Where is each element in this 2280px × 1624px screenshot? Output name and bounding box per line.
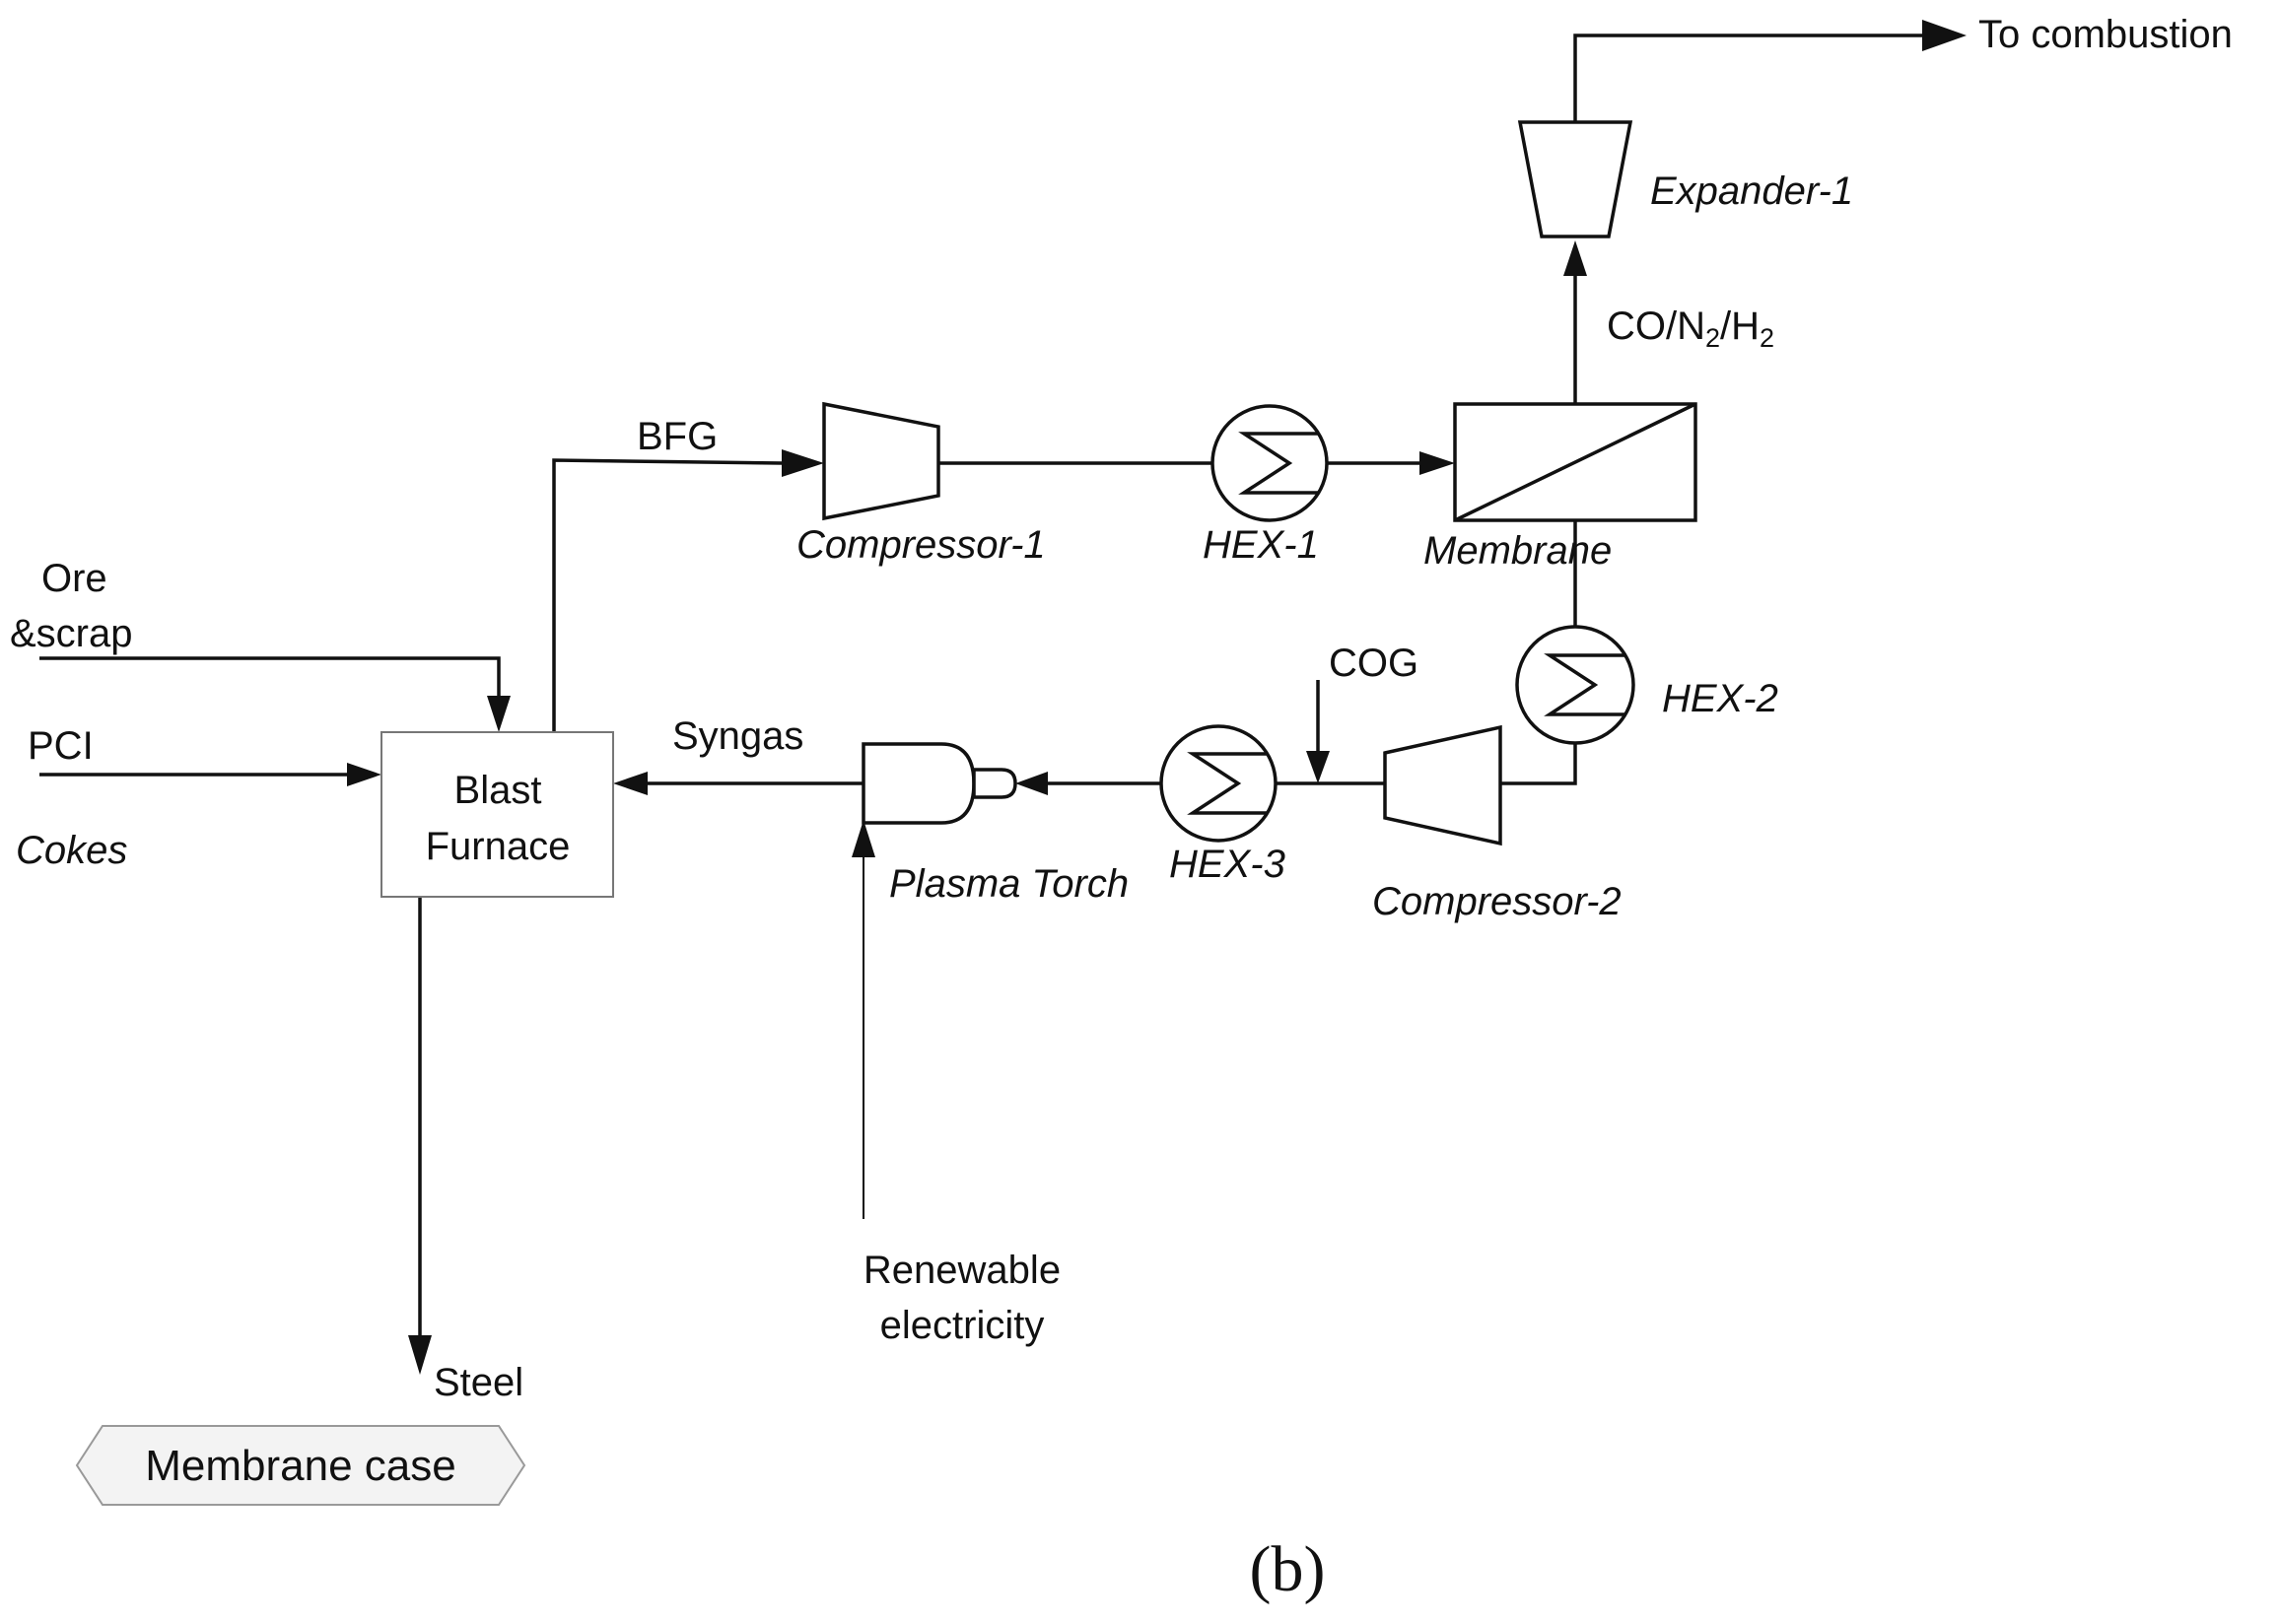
arrowhead-torch-in	[1015, 772, 1048, 795]
hex-2-icon	[1515, 625, 1635, 745]
hex-3-icon	[1159, 724, 1278, 843]
blast-furnace-label-line1: Blast	[454, 769, 542, 812]
plasma-torch-label: Plasma Torch	[889, 862, 1129, 906]
ore-label-line2: &scrap	[10, 612, 133, 655]
membrane-icon	[1453, 402, 1697, 522]
membrane-label: Membrane	[1423, 529, 1612, 573]
stream-to-combustion	[1573, 34, 1922, 122]
stream-hex2-c2	[1500, 743, 1577, 785]
stream-ore	[39, 656, 501, 696]
arrowhead-ore	[487, 696, 511, 732]
membrane-outlet-label: CO/N2/H2	[1607, 304, 1774, 353]
steel-label: Steel	[434, 1361, 523, 1404]
compressor-2-label: Compressor-2	[1372, 880, 1622, 923]
cog-label: COG	[1329, 642, 1418, 685]
arrowhead-steel	[408, 1335, 432, 1375]
arrowhead-electricity	[852, 820, 875, 857]
syngas-label: Syngas	[672, 714, 803, 758]
expander-1-shape	[1517, 120, 1633, 238]
blast-furnace-box	[380, 731, 614, 898]
hex-1-icon	[1210, 404, 1329, 522]
renewable-label-line2: electricity	[880, 1304, 1045, 1347]
arrowhead-cog	[1306, 751, 1330, 783]
hex-2-label: HEX-2	[1662, 677, 1778, 720]
arrowhead-combustion	[1922, 20, 1967, 51]
bfg-label: BFG	[637, 415, 718, 458]
hex-1-label: HEX-1	[1203, 523, 1319, 567]
stream-bfg	[552, 458, 783, 732]
compressor-1-label: Compressor-1	[796, 523, 1046, 567]
cokes-label: Cokes	[16, 829, 127, 872]
pci-label: PCI	[28, 724, 94, 768]
ore-label-line1: Ore	[41, 557, 107, 600]
arrowhead-bfg	[782, 449, 824, 477]
plasma-torch-icon	[862, 742, 1017, 825]
expander-1-label: Expander-1	[1650, 169, 1853, 213]
to-combustion-label: To combustion	[1978, 13, 2233, 56]
membrane-case-badge: Membrane case	[75, 1425, 526, 1506]
blast-furnace-label-line2: Furnace	[426, 825, 571, 868]
arrowhead-expander-in	[1563, 240, 1587, 276]
compressor-2-shape	[1383, 724, 1502, 846]
renewable-label-line1: Renewable	[864, 1249, 1061, 1292]
panel-label: (b)	[1250, 1533, 1326, 1605]
membrane-case-label: Membrane case	[145, 1442, 455, 1490]
hex-3-label: HEX-3	[1169, 843, 1285, 886]
arrowhead-membrane-in	[1419, 451, 1455, 475]
compressor-1-shape	[822, 401, 940, 521]
arrowhead-syngas	[613, 772, 648, 795]
arrowhead-pci	[347, 763, 381, 786]
